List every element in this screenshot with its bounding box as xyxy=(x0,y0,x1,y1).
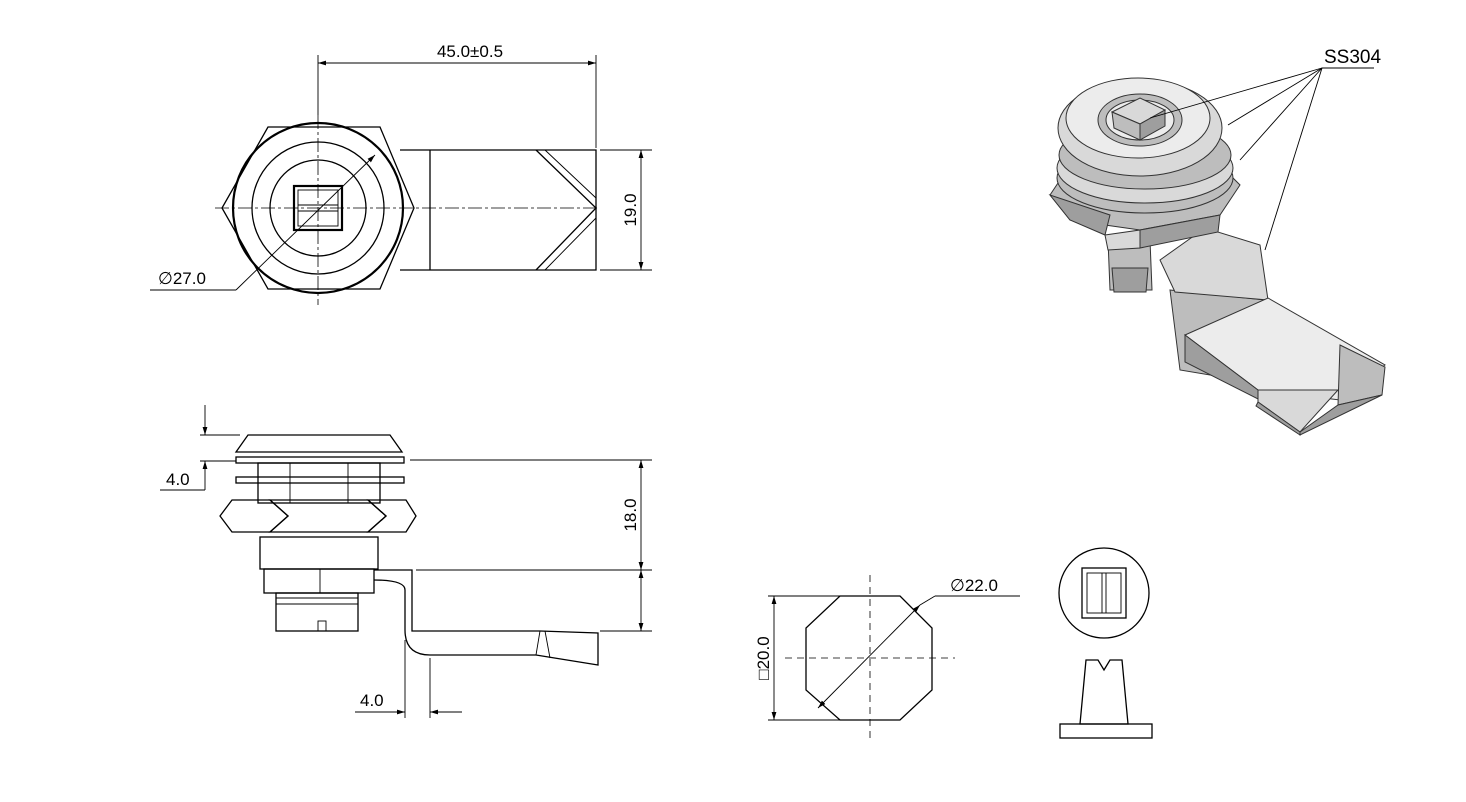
panel-cutout-view: ∅22.0 □20.0 xyxy=(754,575,1020,742)
hex-nut-side xyxy=(219,499,289,533)
flange-thickness-label: 4.0 xyxy=(166,470,190,489)
shaft-thread xyxy=(275,592,359,632)
diameter-27-label: ∅27.0 xyxy=(158,269,206,288)
height-dimension-label: 18.0 xyxy=(621,498,640,531)
length-dimension-label: 45.0±0.5 xyxy=(437,42,503,61)
cam-arm-side xyxy=(373,569,599,666)
cutout-square-label: □20.0 xyxy=(754,636,773,679)
lock-cap xyxy=(234,434,404,453)
isometric-view: SS304 xyxy=(1048,47,1386,436)
cam-thickness-label: 4.0 xyxy=(360,691,384,710)
top-view: ∅27.0 45.0±0.5 19.0 xyxy=(150,42,652,305)
key-face-circle xyxy=(1058,547,1150,639)
cam-arm-top xyxy=(400,149,597,271)
key-detail xyxy=(1058,547,1153,739)
cutout-diameter-label: ∅22.0 xyxy=(950,576,998,595)
key-profile xyxy=(1079,659,1129,725)
width-dimension-label: 19.0 xyxy=(621,193,640,226)
material-label: SS304 xyxy=(1324,47,1381,68)
side-view: 4.0 18.0 4.0 xyxy=(160,405,652,718)
